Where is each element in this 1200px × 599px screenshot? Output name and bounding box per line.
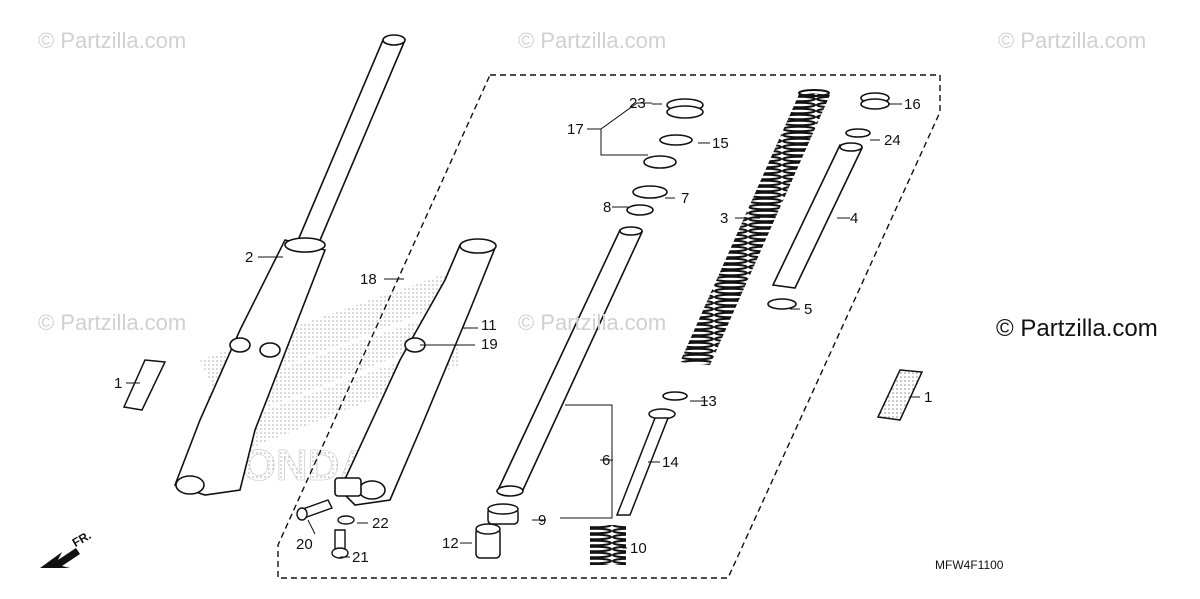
- fork-spring: [680, 89, 830, 365]
- callout-21: 21: [352, 549, 369, 566]
- callout-15: 15: [712, 135, 729, 152]
- callout-9: 9: [538, 512, 547, 529]
- callout-13: 13: [700, 393, 717, 410]
- callout-20: 20: [296, 536, 313, 553]
- bottom-case: [334, 238, 497, 506]
- damper-rod: [615, 408, 676, 516]
- callout-14: 14: [662, 454, 679, 471]
- fork-assembly-left: [173, 34, 407, 496]
- callout-1-left: 1: [114, 375, 123, 392]
- watermark-mid-right: © Partzilla.com: [996, 315, 1158, 342]
- callout-7: 7: [681, 190, 690, 207]
- callout-3: 3: [720, 210, 729, 227]
- callout-16: 16: [904, 96, 921, 113]
- callout-6: 6: [602, 452, 611, 469]
- leader-lines: [126, 102, 920, 558]
- callout-4: 4: [850, 210, 859, 227]
- watermark-top-right: © Partzilla.com: [998, 28, 1147, 53]
- callout-2: 2: [245, 249, 254, 266]
- boot-right: [876, 369, 924, 421]
- callout-10: 10: [630, 540, 647, 557]
- rebound-spring: [590, 525, 626, 565]
- callout-18: 18: [360, 271, 377, 288]
- watermark-top-left: © Partzilla.com: [38, 28, 187, 53]
- callout-5: 5: [804, 301, 813, 318]
- bushings: [475, 503, 519, 559]
- watermark-mid-center: © Partzilla.com: [518, 310, 667, 335]
- callout-19: 19: [481, 336, 498, 353]
- rings-and-seals: [626, 92, 890, 401]
- callout-22: 22: [372, 515, 389, 532]
- callout-1-right: 1: [924, 389, 933, 406]
- exploded-view-frame: [277, 74, 941, 579]
- callout-23: 23: [629, 95, 646, 112]
- bolt-hardware: [296, 499, 355, 559]
- watermark-mid-left: © Partzilla.com: [38, 310, 187, 335]
- spacer-tube: [771, 142, 864, 289]
- front-arrow-icon: [40, 548, 80, 568]
- fork-tube: [496, 226, 644, 497]
- diagram-code: MFW4F1100: [935, 558, 1004, 572]
- callout-8: 8: [603, 199, 612, 216]
- callout-24: 24: [884, 132, 901, 149]
- callout-17: 17: [567, 121, 584, 138]
- callout-12: 12: [442, 535, 459, 552]
- watermark-top-center: © Partzilla.com: [518, 28, 667, 53]
- callout-11: 11: [481, 317, 497, 334]
- boot-left: [122, 359, 167, 411]
